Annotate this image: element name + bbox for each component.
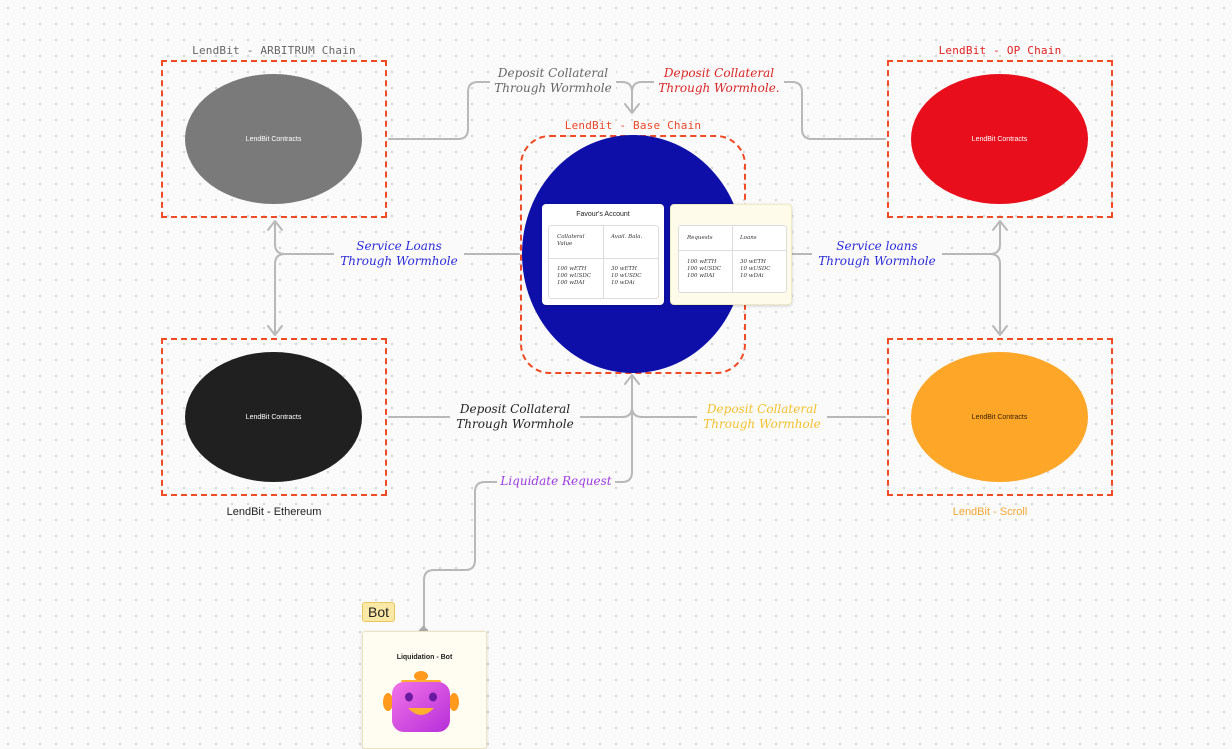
liquidation-bot-card[interactable]: Liquidation - Bot: [362, 631, 487, 749]
ethereum-deposit-label[interactable]: Deposit Collateral Through Wormhole: [450, 402, 580, 432]
available-balance-header: Avail. Bala.: [611, 234, 643, 240]
requests-values: 100 wETH 100 wUSDC 100 wDAI: [687, 259, 721, 279]
account-table-divider-v: [603, 226, 604, 298]
ethereum-contracts-node[interactable]: LendBit Contracts: [185, 352, 362, 482]
requests-table-divider-h: [679, 250, 786, 251]
available-balance-values: 30 wETH 10 wUSDC 10 wDAi: [611, 266, 642, 286]
op-chain-frame[interactable]: [887, 60, 1113, 218]
service-right-wire: [745, 223, 1001, 333]
op-deposit-line1: Deposit Collateral: [663, 66, 775, 80]
requests-header: Requests: [687, 235, 713, 241]
arbitrum-deposit-label[interactable]: Deposit Collateral Through Wormhole: [490, 66, 616, 96]
arbitrum-chain-title: LendBit - ARBITRUM Chain: [192, 44, 356, 57]
requests-card[interactable]: Requests Loans 100 wETH 100 wUSDC 100 wD…: [670, 204, 792, 305]
liquidate-request-label[interactable]: Liquidate Request: [497, 474, 615, 489]
account-card-title: Favour's Account: [576, 211, 630, 218]
scroll-contracts-node[interactable]: LendBit Contracts: [911, 352, 1088, 482]
scroll-deposit-line2: Through Wormhole: [703, 417, 821, 431]
op-to-base-wire: [631, 81, 886, 140]
arbitrum-deposit-line1: Deposit Collateral: [497, 66, 609, 80]
service-left-wire: [274, 223, 520, 333]
scroll-deposit-label[interactable]: Deposit Collateral Through Wormhole: [697, 402, 827, 432]
arrowhead-base-bottom: [624, 374, 640, 385]
op-chain-title: LendBit - OP Chain: [938, 44, 1062, 57]
ethereum-deposit-line2: Through Wormhole: [456, 417, 574, 431]
account-table: Collateral Value Avail. Bala. 100 wETH 1…: [548, 225, 659, 299]
arbitrum-contracts-node[interactable]: LendBit Contracts: [185, 74, 362, 204]
collateral-value-header: Collateral Value: [557, 234, 585, 247]
op-deposit-line2: Through Wormhole.: [658, 81, 780, 95]
ethereum-chain-frame[interactable]: [161, 338, 387, 496]
ethereum-chain-title: LendBit - Ethereum: [226, 506, 322, 518]
scroll-deposit-line1: Deposit Collateral: [706, 402, 818, 416]
arbitrum-deposit-line2: Through Wormhole: [494, 81, 612, 95]
requests-table-divider-v: [732, 226, 733, 292]
robot-face-icon: [383, 671, 459, 732]
bot-tag[interactable]: Bot: [362, 602, 396, 622]
account-card[interactable]: Favour's Account Collateral Value Avail.…: [542, 204, 664, 305]
requests-table: Requests Loans 100 wETH 100 wUSDC 100 wD…: [678, 225, 787, 293]
liquidate-wire: [423, 406, 633, 631]
arrowhead-base-top: [624, 103, 640, 114]
arrowhead-arbitrum-bottom: [267, 220, 283, 231]
scroll-chain-title: LendBit - Scroll: [952, 506, 1028, 518]
loans-values: 30 wETH 10 wUSDC 10 wDAi: [740, 259, 771, 279]
service-left-line1: Service Loans: [356, 239, 442, 253]
base-chain-title: LendBit - Base Chain: [564, 119, 702, 132]
loans-header: Loans: [740, 235, 757, 241]
arbitrum-to-base-wire: [388, 81, 633, 140]
service-left-line2: Through Wormhole: [340, 254, 458, 268]
arrowhead-op-bottom: [992, 220, 1008, 231]
service-right-label[interactable]: Service loans Through Wormhole: [812, 239, 942, 269]
liquidation-bot-title: Liquidation - Bot: [396, 654, 453, 661]
service-right-line2: Through Wormhole: [818, 254, 936, 268]
arrowhead-scroll-top: [992, 325, 1008, 336]
op-contracts-node[interactable]: LendBit Contracts: [911, 74, 1088, 204]
collateral-values: 100 wETH 100 wUSDC 100 wDAI: [557, 266, 591, 286]
scroll-chain-frame[interactable]: [887, 338, 1113, 496]
arrowhead-ethereum-top: [267, 325, 283, 336]
service-left-label[interactable]: Service Loans Through Wormhole: [334, 239, 464, 269]
ethereum-deposit-line1: Deposit Collateral: [459, 402, 571, 416]
service-right-line1: Service loans: [836, 239, 918, 253]
account-table-divider-h: [549, 258, 658, 259]
op-deposit-label[interactable]: Deposit Collateral Through Wormhole.: [654, 66, 784, 96]
arbitrum-chain-frame[interactable]: [161, 60, 387, 218]
